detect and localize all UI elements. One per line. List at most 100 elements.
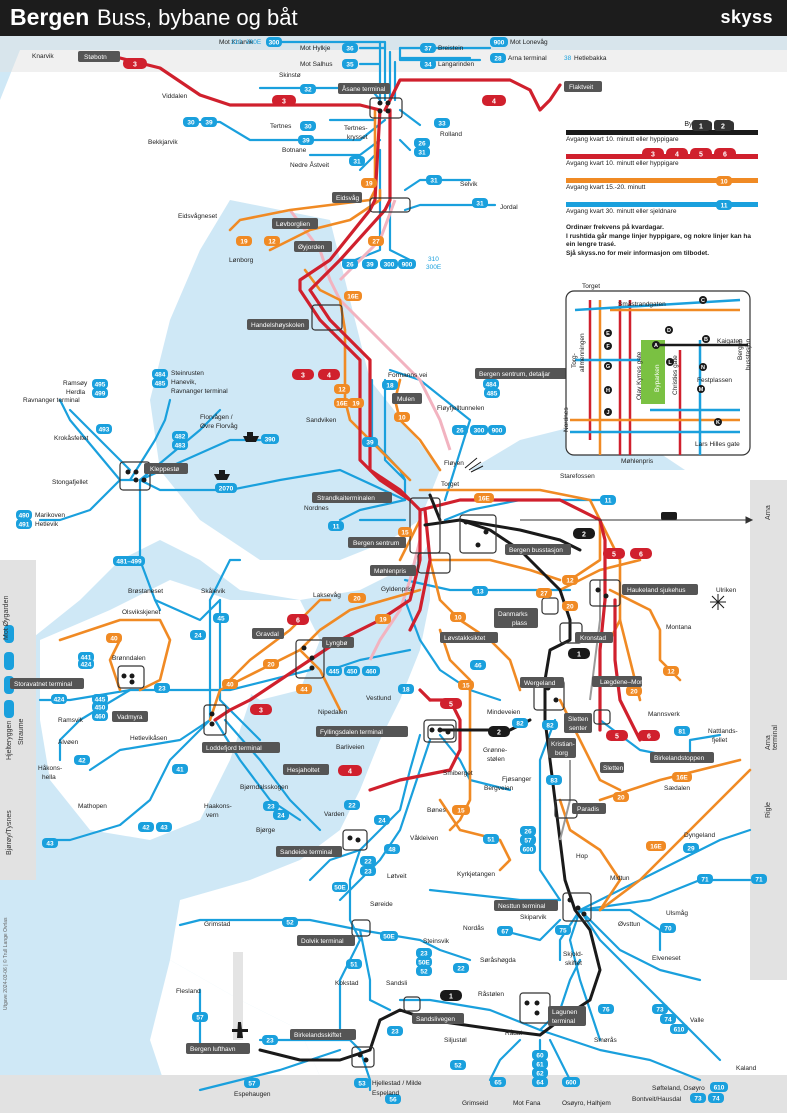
svg-text:81: 81 xyxy=(678,729,686,736)
svg-text:Montana: Montana xyxy=(666,624,692,631)
svg-text:Handelshøyskolen: Handelshøyskolen xyxy=(251,322,305,329)
svg-text:Danmarks: Danmarks xyxy=(498,611,528,618)
svg-text:64: 64 xyxy=(536,1080,544,1087)
svg-text:11: 11 xyxy=(333,524,340,531)
terminal-boxes xyxy=(117,97,621,1068)
svg-text:Nordås: Nordås xyxy=(463,924,485,932)
svg-text:300E: 300E xyxy=(426,264,442,271)
svg-text:Mot Fana: Mot Fana xyxy=(513,1100,541,1107)
svg-text:50E: 50E xyxy=(334,885,346,892)
svg-text:Bergen: Bergen xyxy=(737,339,744,360)
svg-text:Søfteland, Osøyro: Søfteland, Osøyro xyxy=(652,1085,705,1092)
legend-text-2: Avgang kvart 15.-20. minutt xyxy=(566,184,646,191)
svg-text:Dolvik terminal: Dolvik terminal xyxy=(301,938,344,945)
edge-label-hjelteryggen: Hjelteryggen xyxy=(6,720,13,760)
svg-text:Mannsverk: Mannsverk xyxy=(648,711,681,718)
svg-text:Skinstø: Skinstø xyxy=(279,72,301,79)
svg-text:900: 900 xyxy=(492,428,503,435)
svg-text:70: 70 xyxy=(664,926,672,933)
svg-text:Bergen busstasjon: Bergen busstasjon xyxy=(509,547,563,554)
svg-text:82: 82 xyxy=(546,723,554,730)
svg-text:300: 300 xyxy=(474,428,485,435)
svg-text:71: 71 xyxy=(755,877,763,884)
svg-text:1: 1 xyxy=(449,994,453,1001)
svg-text:Birkelandsskiftet: Birkelandsskiftet xyxy=(294,1032,342,1039)
svg-text:Olsvikskjenet: Olsvikskjenet xyxy=(122,609,160,616)
svg-text:Krokåsfeltet: Krokåsfeltet xyxy=(54,434,89,442)
svg-text:4: 4 xyxy=(348,769,352,776)
svg-text:Varden: Varden xyxy=(324,811,345,818)
edge-label-bjoroy: Bjørøy/Tysnes xyxy=(6,810,13,855)
svg-text:5: 5 xyxy=(615,734,619,741)
svg-text:900: 900 xyxy=(494,40,505,47)
svg-text:50E: 50E xyxy=(418,960,430,967)
svg-text:Bergen lufthavn: Bergen lufthavn xyxy=(190,1046,236,1053)
svg-text:Stongafjellet: Stongafjellet xyxy=(52,479,88,486)
svg-text:Øvsttun: Øvsttun xyxy=(618,921,641,928)
svg-text:481–499: 481–499 xyxy=(116,559,142,566)
svg-text:20: 20 xyxy=(617,795,625,802)
svg-text:11: 11 xyxy=(605,498,612,505)
svg-text:26: 26 xyxy=(418,141,426,148)
svg-text:senter: senter xyxy=(569,725,588,732)
edge-label-arna: Arna xyxy=(765,505,772,520)
svg-text:Åsane terminal: Åsane terminal xyxy=(342,84,386,93)
svg-text:Mot Hylkje: Mot Hylkje xyxy=(300,45,331,52)
svg-text:Sandsli: Sandsli xyxy=(386,980,407,987)
train-icon xyxy=(661,512,677,520)
svg-text:67: 67 xyxy=(501,929,509,936)
svg-text:Wergeland: Wergeland xyxy=(524,680,556,687)
svg-text:57: 57 xyxy=(196,1015,204,1022)
svg-text:Ramsvik: Ramsvik xyxy=(58,717,84,724)
svg-text:K: K xyxy=(716,420,720,426)
svg-text:485: 485 xyxy=(487,391,498,398)
svg-text:Loddefjord terminal: Loddefjord terminal xyxy=(206,745,262,752)
svg-text:445: 445 xyxy=(329,669,340,676)
svg-text:Tertnes: Tertnes xyxy=(270,123,292,130)
svg-text:Osøyro, Halhjem: Osøyro, Halhjem xyxy=(562,1100,611,1107)
svg-text:45: 45 xyxy=(217,616,225,623)
svg-text:B: B xyxy=(704,337,708,343)
svg-text:skiftet: skiftet xyxy=(565,960,582,967)
svg-text:22: 22 xyxy=(348,803,356,810)
svg-text:24: 24 xyxy=(194,633,202,640)
svg-text:Kronstad: Kronstad xyxy=(580,635,606,642)
svg-text:13: 13 xyxy=(476,589,484,596)
stop-dots xyxy=(121,100,609,1063)
svg-text:484: 484 xyxy=(486,382,497,389)
svg-text:Lønborg: Lønborg xyxy=(229,257,254,264)
svg-text:Sandviken: Sandviken xyxy=(306,417,337,424)
page-subtitle: Buss, bybane og båt xyxy=(97,5,298,30)
svg-text:Ravnanger terminal: Ravnanger terminal xyxy=(23,397,80,404)
legend-row-red: Avgang kvart 10. minutt eller hyppigare xyxy=(566,144,758,168)
svg-text:Siljustøl: Siljustøl xyxy=(444,1037,467,1044)
cable-car-icon xyxy=(464,457,726,610)
svg-text:Mot Salhus: Mot Salhus xyxy=(300,61,333,68)
svg-text:19: 19 xyxy=(240,239,248,246)
svg-text:Kaland: Kaland xyxy=(736,1065,757,1072)
svg-text:Storavatnet terminal: Storavatnet terminal xyxy=(14,681,73,688)
svg-text:Bergveien: Bergveien xyxy=(484,785,514,792)
svg-text:Fløyfjelltunnelen: Fløyfjelltunnelen xyxy=(437,405,485,412)
svg-text:24: 24 xyxy=(378,818,386,825)
svg-text:26: 26 xyxy=(524,829,532,836)
svg-text:A: A xyxy=(654,343,658,349)
svg-text:Herdla: Herdla xyxy=(66,389,86,396)
svg-text:J: J xyxy=(606,410,609,416)
svg-text:Hesjaholtet: Hesjaholtet xyxy=(287,767,320,774)
svg-text:Lars Hilles gate: Lars Hilles gate xyxy=(695,441,740,448)
svg-text:390: 390 xyxy=(265,437,276,444)
svg-text:18: 18 xyxy=(402,687,410,694)
page-title: Bergen xyxy=(10,4,90,30)
svg-text:27: 27 xyxy=(372,239,380,246)
svg-text:28: 28 xyxy=(494,56,502,63)
svg-text:495: 495 xyxy=(95,382,106,389)
svg-text:29: 29 xyxy=(687,846,695,853)
legend-note: Ordinær frekvens på kvardagar. I rushtid… xyxy=(566,224,758,258)
svg-text:44: 44 xyxy=(300,687,308,694)
svg-text:Mathopen: Mathopen xyxy=(78,803,107,810)
svg-text:Nattlands-: Nattlands- xyxy=(708,728,738,735)
svg-text:Skålevik: Skålevik xyxy=(201,587,226,595)
svg-text:20: 20 xyxy=(630,689,638,696)
